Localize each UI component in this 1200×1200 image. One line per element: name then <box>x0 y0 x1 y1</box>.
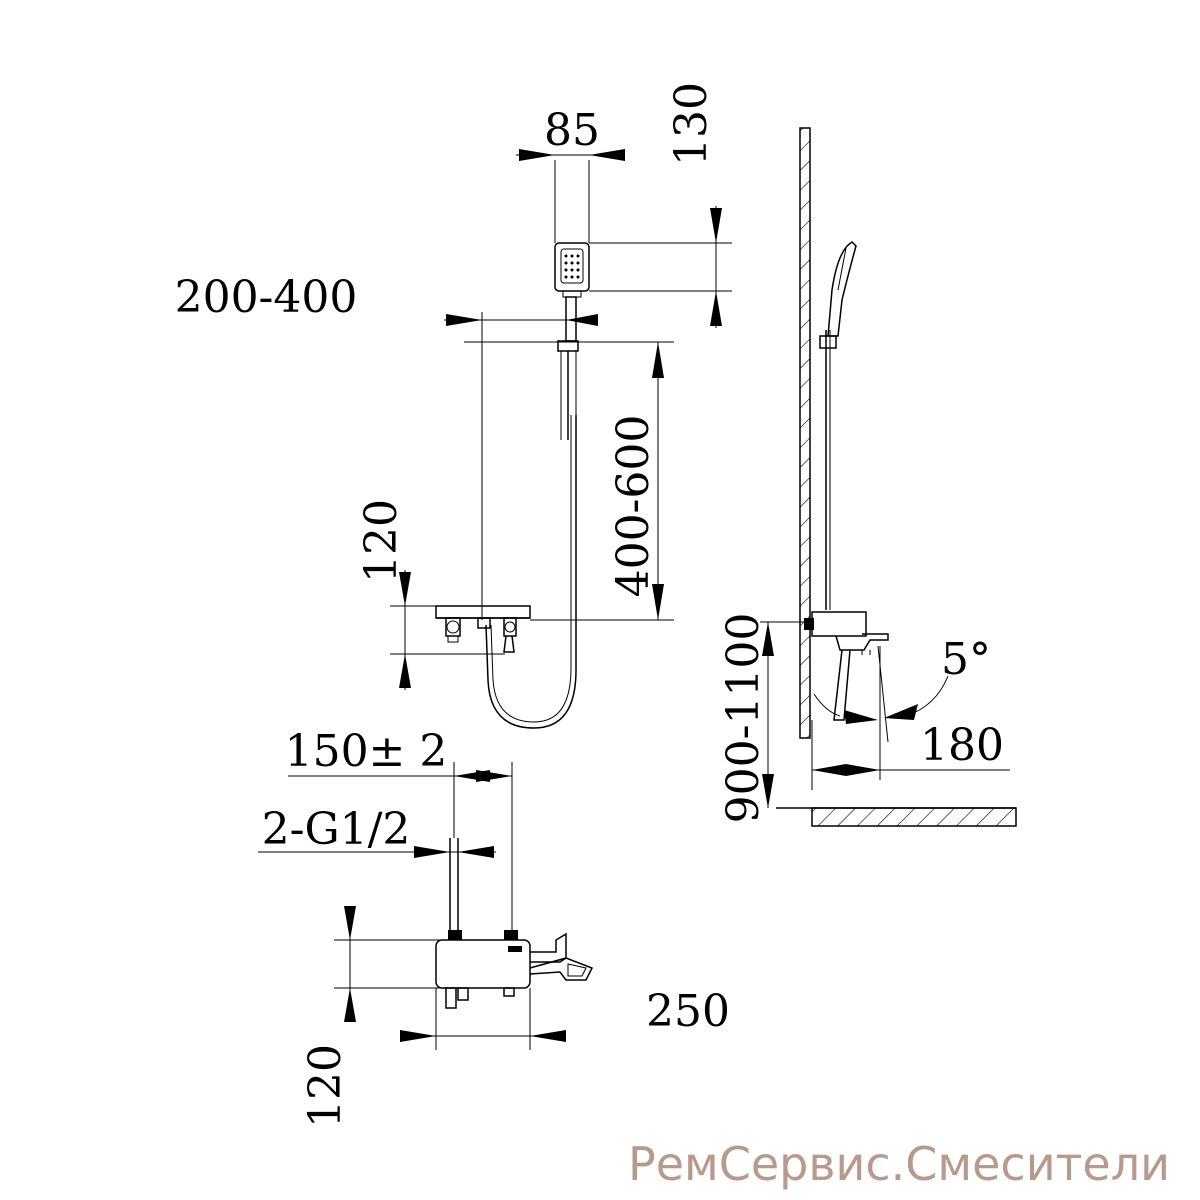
dim-150-label: 150± 2 <box>285 726 448 777</box>
dim-120-top: 120 <box>300 906 440 1128</box>
dim-900-1100: 900-1100 <box>718 613 812 824</box>
dim-g12: 2-G1/2 <box>258 804 496 858</box>
dim-130: 130 <box>589 82 732 328</box>
dim-400-600-label: 400-600 <box>608 415 659 598</box>
dim-250-label: 250 <box>646 986 730 1037</box>
dim-400-600: 400-600 <box>464 341 674 621</box>
dim-200-400-label: 200-400 <box>175 272 358 323</box>
dim-120-front-label: 120 <box>356 499 407 583</box>
watermark-text: РемСервис.Смесители <box>628 1137 1170 1191</box>
mixer-top-body <box>435 939 531 989</box>
handshower-head <box>554 242 590 298</box>
dim-150: 150± 2 <box>285 726 512 782</box>
dim-85-label: 85 <box>544 105 600 156</box>
dim-angle-label: 5° <box>941 634 991 685</box>
mixer-side <box>804 611 889 721</box>
handshower-side <box>827 241 857 337</box>
dim-85: 85 <box>516 105 625 243</box>
wall <box>799 127 811 739</box>
dim-120-front: 120 <box>356 499 505 690</box>
dim-250: 250 <box>400 986 730 1050</box>
dim-120-top-label: 120 <box>300 1044 351 1128</box>
dim-180-label: 180 <box>920 720 1004 771</box>
side-view <box>776 127 1017 827</box>
shower-hose <box>485 415 577 729</box>
dim-900-1100-label: 900-1100 <box>718 613 769 824</box>
dim-200-400: 200-400 <box>175 272 598 332</box>
floor <box>811 807 1017 827</box>
dim-180: 180 <box>811 720 1010 790</box>
dim-130-label: 130 <box>666 82 717 166</box>
mixer-front <box>435 605 531 653</box>
top-view <box>435 762 594 1009</box>
dim-g12-label: 2-G1/2 <box>262 804 411 855</box>
